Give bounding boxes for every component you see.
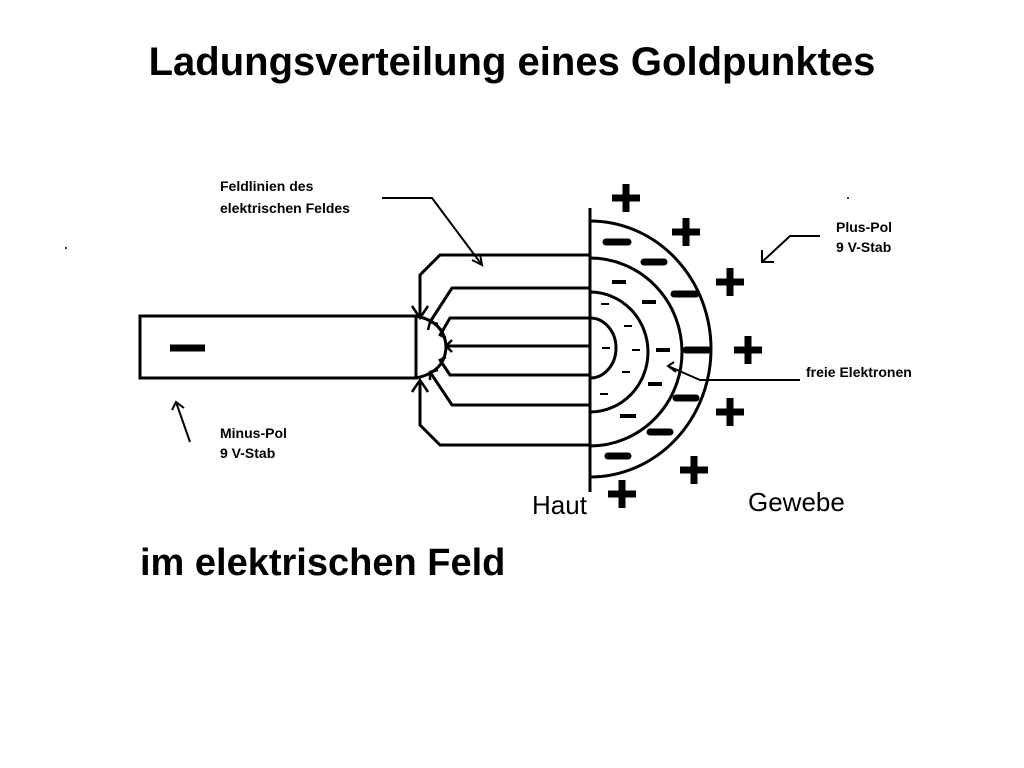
label-haut: Haut bbox=[532, 490, 588, 520]
plus-charges bbox=[608, 184, 762, 508]
label-minus-pol-2: 9 V-Stab bbox=[220, 445, 275, 461]
inner-minus-charges bbox=[600, 303, 640, 395]
slide-title: Ladungsverteilung eines Goldpunktes bbox=[148, 40, 876, 84]
slide-subtitle: im elektrischen Feld bbox=[140, 542, 506, 584]
pointer-arrows bbox=[171, 197, 820, 443]
minus-pol-rod bbox=[138, 314, 418, 380]
stray-dot bbox=[847, 197, 849, 199]
middle-minus-charges bbox=[612, 280, 670, 418]
label-feldlinien-2: elektrischen Feldes bbox=[220, 200, 350, 216]
field-line-arrowheads bbox=[410, 305, 453, 393]
label-freie-elektronen: freie Elektronen bbox=[806, 364, 912, 380]
rod-tip bbox=[415, 314, 448, 380]
label-plus-pol-1: Plus-Pol bbox=[836, 219, 892, 235]
label-feldlinien-1: Feldlinien des bbox=[220, 178, 314, 194]
stray-dot bbox=[65, 247, 67, 249]
outer-minus-charges bbox=[602, 238, 712, 460]
label-plus-pol-2: 9 V-Stab bbox=[836, 239, 891, 255]
label-minus-pol-1: Minus-Pol bbox=[220, 425, 287, 441]
label-gewebe: Gewebe bbox=[748, 487, 845, 517]
